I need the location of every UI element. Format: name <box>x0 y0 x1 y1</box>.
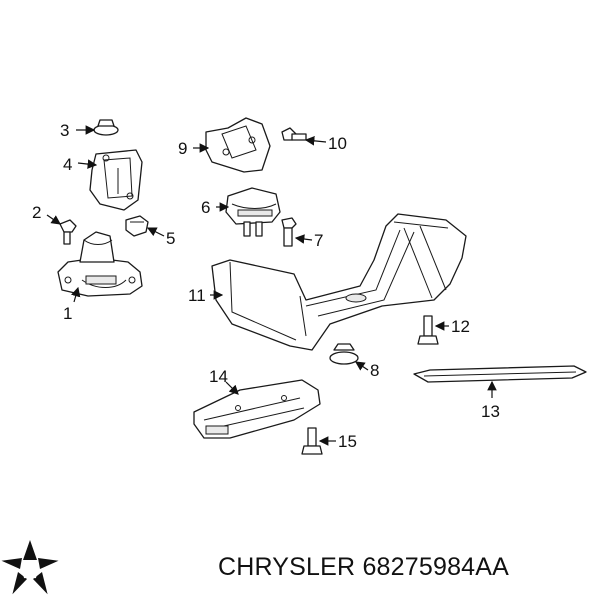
callout-labels: 1 2 3 4 5 6 7 8 9 10 11 12 13 14 15 <box>32 121 500 451</box>
callout-6: 6 <box>201 198 210 217</box>
leader-8 <box>355 361 369 371</box>
part-4-bracket <box>89 149 143 211</box>
leader-5 <box>146 227 165 237</box>
part-7-bolt <box>281 217 297 247</box>
leader-4 <box>77 159 98 169</box>
part-8-grommet <box>329 343 359 365</box>
callout-9: 9 <box>178 139 187 158</box>
callout-2: 2 <box>32 203 41 222</box>
part-caption: CHRYSLER 68275984AA <box>218 553 509 582</box>
callout-1: 1 <box>63 304 72 323</box>
brand-name: CHRYSLER <box>218 553 356 581</box>
callout-3: 3 <box>60 121 69 140</box>
chrysler-pentastar-logo <box>1 540 59 595</box>
leader-14 <box>225 381 239 395</box>
part-6-trans-mount <box>225 187 281 237</box>
part-14-skid-plate <box>193 379 321 439</box>
callout-13: 13 <box>481 402 500 421</box>
callout-12: 12 <box>451 317 470 336</box>
part-9-bracket <box>205 117 271 173</box>
part-2-bolt <box>59 219 77 245</box>
part-13-seal-strip <box>413 365 587 383</box>
part-10-bolt <box>281 127 307 141</box>
callout-8: 8 <box>370 361 379 380</box>
part-11-crossmember <box>211 213 467 351</box>
part-5-nut <box>125 215 149 237</box>
callout-14: 14 <box>209 367 228 386</box>
leader-2 <box>46 214 61 225</box>
callout-11: 11 <box>188 286 206 305</box>
leader-10 <box>304 136 327 146</box>
leader-1 <box>71 286 81 303</box>
leader-7 <box>294 234 313 244</box>
callout-15: 15 <box>338 432 357 451</box>
callout-7: 7 <box>314 231 323 250</box>
leader-lines <box>46 125 497 446</box>
part-12-bolt <box>417 315 439 345</box>
part-15-bolt <box>301 427 323 455</box>
callout-10: 10 <box>328 134 347 153</box>
part-number: 68275984AA <box>362 553 510 581</box>
part-3-nut <box>93 119 119 136</box>
callout-4: 4 <box>63 155 72 174</box>
callout-5: 5 <box>166 229 175 248</box>
part-1-engine-mount <box>57 231 143 297</box>
